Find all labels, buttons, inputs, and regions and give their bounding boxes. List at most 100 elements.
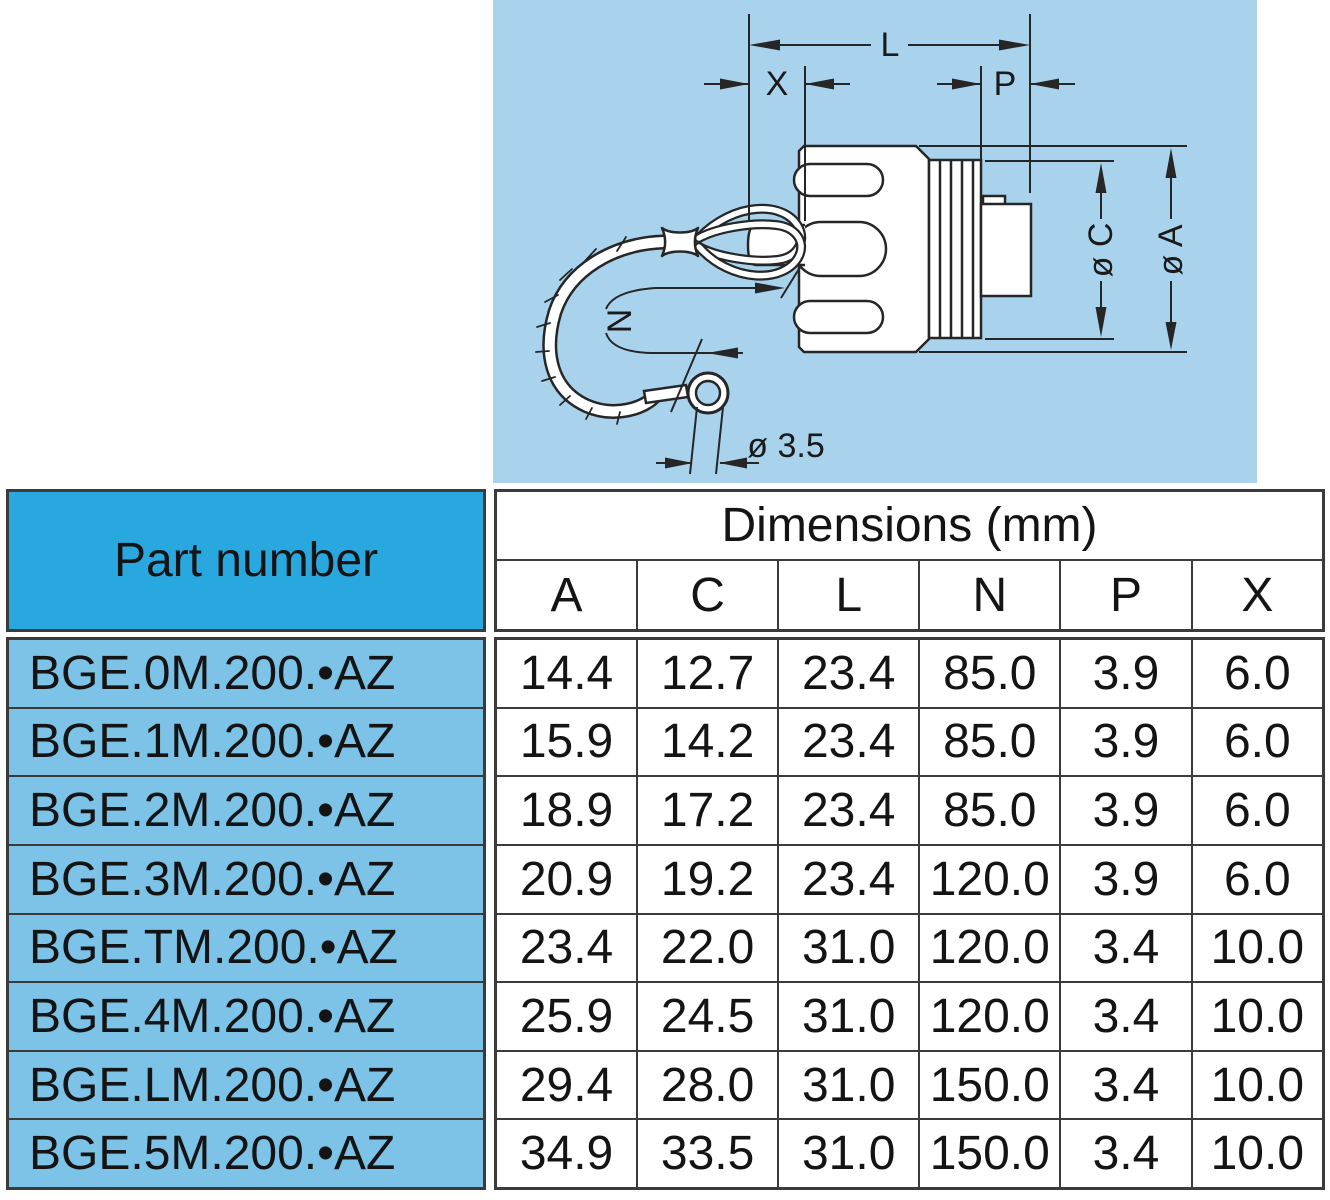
part-number-header-label: Part number [113, 534, 379, 587]
dimension-value: 17.2 [636, 777, 777, 844]
part-number-cell: BGE.4M.200.•AZ [9, 981, 483, 1050]
dimension-value: 22.0 [636, 914, 777, 982]
dimension-value: 6.0 [1190, 777, 1322, 844]
dimension-value: 23.4 [777, 640, 918, 707]
cord-end-tick-ring [670, 338, 703, 413]
lanyard-assembly [535, 203, 807, 425]
dimension-value: 3.9 [1059, 777, 1190, 844]
dimension-value: 23.4 [777, 777, 918, 844]
dimension-value: 3.4 [1059, 983, 1190, 1050]
dimension-value: 10.0 [1190, 1051, 1322, 1119]
dimension-value: 31.0 [777, 914, 918, 982]
table-row: 23.4 22.0 31.0 120.0 3.4 10.0 [497, 912, 1322, 982]
dimension-value: 3.4 [1059, 914, 1190, 982]
dimension-value: 20.9 [519, 852, 614, 906]
dimension-dia-A: ø A [919, 145, 1190, 353]
dimension-label-N: N [601, 309, 639, 334]
dimension-value: 150.0 [918, 1051, 1059, 1119]
dimension-value: 24.5 [636, 983, 777, 1050]
cap-slot-bottom [792, 299, 885, 335]
dimension-value: 6.0 [1190, 640, 1322, 707]
ring-terminal-hole [694, 379, 722, 407]
dimension-value: 3.9 [1059, 845, 1190, 913]
dimension-value: 150.0 [918, 1120, 1059, 1187]
table-row: 15.9 14.2 23.4 85.0 3.9 6.0 [497, 706, 1322, 776]
dimensions-grid: 14.4 12.7 23.4 85.0 3.9 6.0 15.9 14.2 23… [494, 637, 1325, 1190]
table-row: 25.9 24.5 31.0 120.0 3.4 10.0 [497, 981, 1322, 1050]
dimension-label-dia-3-5: ø 3.5 [747, 427, 824, 465]
dimension-value: 6.0 [1190, 708, 1322, 776]
technical-drawing-panel: L X P [493, 0, 1257, 483]
dimension-value: 23.4 [519, 921, 614, 975]
dimension-label-P: P [994, 65, 1017, 103]
dimension-value: 14.4 [519, 646, 614, 700]
dimension-value: 23.4 [777, 845, 918, 913]
connector-body [746, 144, 1033, 354]
part-number-cell: BGE.2M.200.•AZ [9, 775, 483, 844]
dimension-value: 3.4 [1059, 1051, 1190, 1119]
dimension-value: 15.9 [519, 715, 614, 769]
column-header-P: P [1059, 561, 1190, 629]
dimension-value: 10.0 [1190, 1120, 1322, 1187]
dimension-value: 3.9 [1059, 640, 1190, 707]
dimension-value: 29.4 [519, 1058, 614, 1112]
rear-insert [979, 202, 1033, 298]
dimension-X: X [704, 65, 850, 221]
dimension-value: 28.0 [636, 1051, 777, 1119]
bail-loop [694, 203, 807, 281]
part-number-cell: BGE.3M.200.•AZ [9, 843, 483, 913]
dimensions-title-label: Dimensions (mm) [721, 499, 1098, 552]
table-row: 20.9 19.2 23.4 120.0 3.9 6.0 [497, 843, 1322, 913]
dimension-value: 18.9 [519, 784, 614, 838]
dimension-N: N [601, 263, 803, 413]
dimension-value: 31.0 [777, 983, 918, 1050]
column-header-C: C [636, 561, 777, 629]
table-row: 29.4 28.0 31.0 150.0 3.4 10.0 [497, 1049, 1322, 1119]
dimension-dia-3-5: ø 3.5 [656, 406, 825, 475]
dimension-value: 85.0 [918, 708, 1059, 776]
dimension-value: 19.2 [636, 845, 777, 913]
dimension-P: P [937, 65, 1075, 193]
part-number-column: BGE.0M.200.•AZ BGE.1M.200.•AZ BGE.2M.200… [6, 637, 486, 1190]
dimension-value: 10.0 [1190, 914, 1322, 982]
dimension-column-headers: A C L N P X [497, 561, 1322, 629]
table-row: 34.9 33.5 31.0 150.0 3.4 10.0 [497, 1118, 1322, 1187]
table-row: 14.4 12.7 23.4 85.0 3.9 6.0 [497, 640, 1322, 707]
dimension-value: 14.2 [636, 708, 777, 776]
dimension-value: 31.0 [777, 1120, 918, 1187]
dimension-value: 31.0 [777, 1051, 918, 1119]
part-number-header-cell: Part number [6, 489, 486, 632]
part-number-cell: BGE.TM.200.•AZ [9, 912, 483, 982]
dimension-dia-C: ø C [985, 160, 1120, 340]
dimension-label-L: L [881, 26, 900, 64]
cord-ferrule [660, 226, 700, 258]
dimension-L: L [748, 14, 1031, 221]
dimension-value: 12.7 [636, 640, 777, 707]
cap-slot-middle [792, 220, 888, 278]
dimensions-title-cell: Dimensions (mm) [497, 492, 1322, 561]
dimension-value: 33.5 [636, 1120, 777, 1187]
part-number-cell: BGE.1M.200.•AZ [9, 706, 483, 776]
dimension-value: 120.0 [918, 845, 1059, 913]
dimension-value: 3.4 [1059, 1120, 1190, 1187]
column-header-A: A [550, 568, 583, 622]
dimension-value: 3.9 [1059, 708, 1190, 776]
column-header-L: L [777, 561, 918, 629]
dimension-value: 10.0 [1190, 983, 1322, 1050]
cap-slot-top [792, 162, 885, 198]
dimension-value: 25.9 [519, 989, 614, 1043]
dimension-label-dia-A: ø A [1152, 224, 1190, 275]
dimension-value: 85.0 [918, 777, 1059, 844]
cord-end-tick-cap [780, 263, 803, 299]
dimension-value: 120.0 [918, 983, 1059, 1050]
dimension-annotations: L X P [601, 14, 1190, 475]
part-number-cell: BGE.0M.200.•AZ [29, 646, 396, 700]
dimension-value: 23.4 [777, 708, 918, 776]
dimension-value: 6.0 [1190, 845, 1322, 913]
dimension-value: 34.9 [519, 1127, 614, 1181]
dimension-label-X: X [766, 65, 789, 103]
part-number-cell: BGE.LM.200.•AZ [9, 1049, 483, 1119]
dimensions-header-block: Dimensions (mm) A C L N P X [494, 489, 1325, 632]
table-row: 18.9 17.2 23.4 85.0 3.9 6.0 [497, 775, 1322, 844]
